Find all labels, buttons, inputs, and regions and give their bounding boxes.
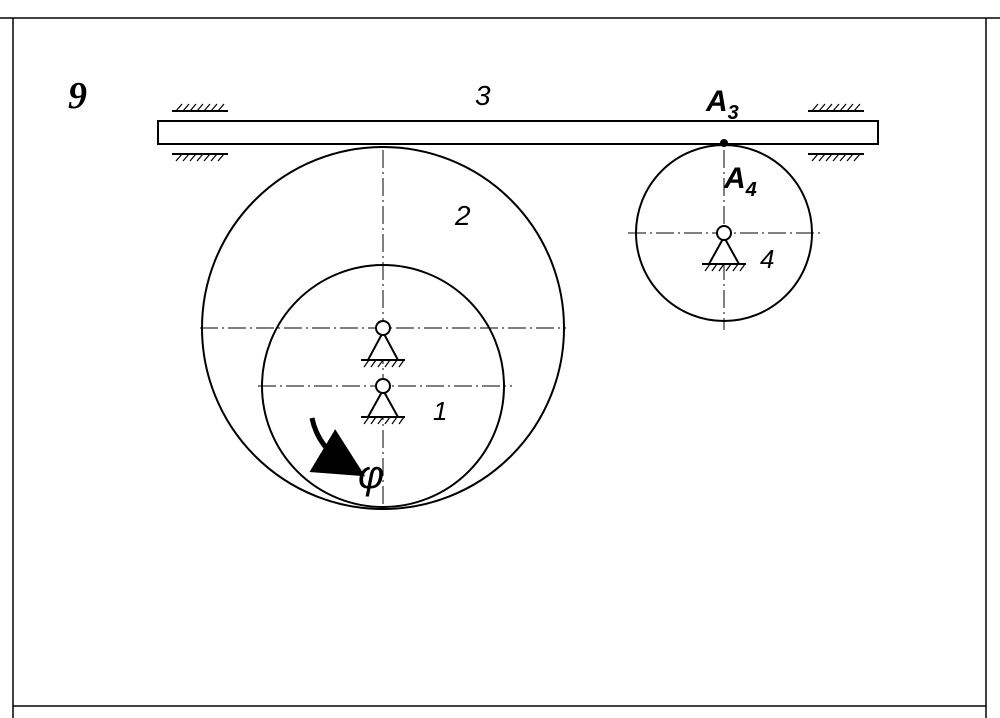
rotation-arrow	[309, 417, 366, 477]
rack-body-3	[157, 120, 879, 145]
guide-left-top	[172, 103, 228, 112]
contact-point-dot	[720, 139, 728, 147]
guide-right-top	[808, 103, 864, 112]
label-point-a3: A3	[705, 85, 739, 124]
center-lines	[200, 150, 822, 512]
label-angle-phi: φ	[358, 453, 384, 497]
label-body-2: 2	[454, 200, 471, 231]
label-point-a4: A4	[723, 162, 757, 201]
table-frame	[0, 17, 1000, 718]
label-body-3: 3	[475, 80, 491, 111]
guide-left-bottom	[172, 153, 228, 162]
guide-right-bottom	[808, 153, 864, 162]
pivot-support-wheel-2	[361, 320, 405, 368]
label-body-4: 4	[760, 244, 774, 274]
problem-number: 9	[68, 75, 87, 117]
pivot-support-wheel-1	[361, 378, 405, 425]
pivot-support-wheel-4	[702, 225, 746, 272]
label-body-1: 1	[433, 396, 447, 426]
